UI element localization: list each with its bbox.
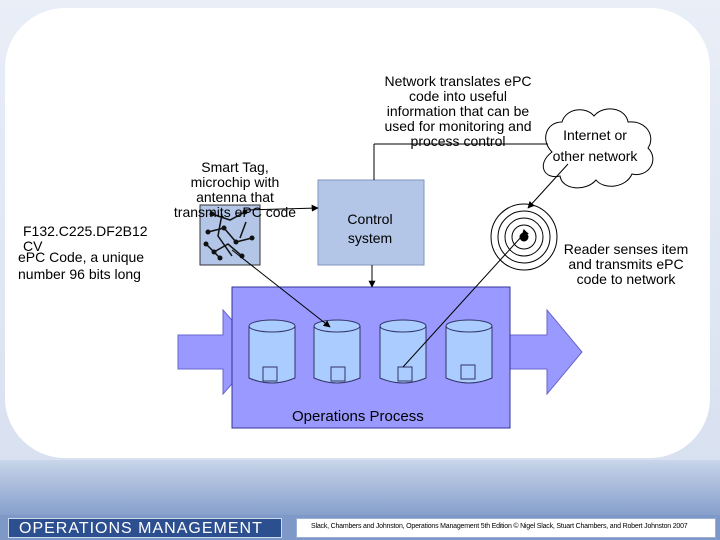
container-1 (248, 319, 296, 384)
tag-to-control-arrow (243, 204, 319, 212)
tag-to-container-arrow (231, 249, 331, 328)
control-system-label: Control system (347, 211, 393, 246)
flow-arrow-right (509, 308, 583, 396)
internet-cloud (542, 108, 654, 189)
operations-process-label: Operations Process (292, 408, 424, 425)
logo: OPERATIONS MANAGEMENT (8, 518, 282, 538)
reader-caption: Reader senses item and transmits ePC cod… (563, 241, 689, 287)
smart-tag-caption: Smart Tag, microchip with antenna that t… (173, 159, 297, 220)
container-3 (379, 319, 427, 384)
network-caption: Network translates ePC code into useful … (384, 73, 532, 149)
reader-to-cloud-arrow (527, 163, 569, 209)
internet-caption: Internet or other network (552, 127, 638, 164)
container-2 (313, 319, 361, 384)
credit-text: Slack, Chambers and Johnston, Operations… (311, 523, 688, 530)
epc-code-label: F132.C225.DF2B12 CV (23, 223, 148, 254)
logo-text: OPERATIONS MANAGEMENT (19, 520, 263, 537)
reader-icon (490, 203, 558, 271)
credit-box: Slack, Chambers and Johnston, Operations… (296, 518, 716, 538)
container-4 (445, 319, 493, 384)
epc-description: ePC Code, a unique number 96 bits long (18, 249, 145, 282)
reader-to-container-arrow (402, 228, 529, 368)
control-system-box (317, 179, 425, 266)
smart-tag-chip (199, 204, 261, 266)
